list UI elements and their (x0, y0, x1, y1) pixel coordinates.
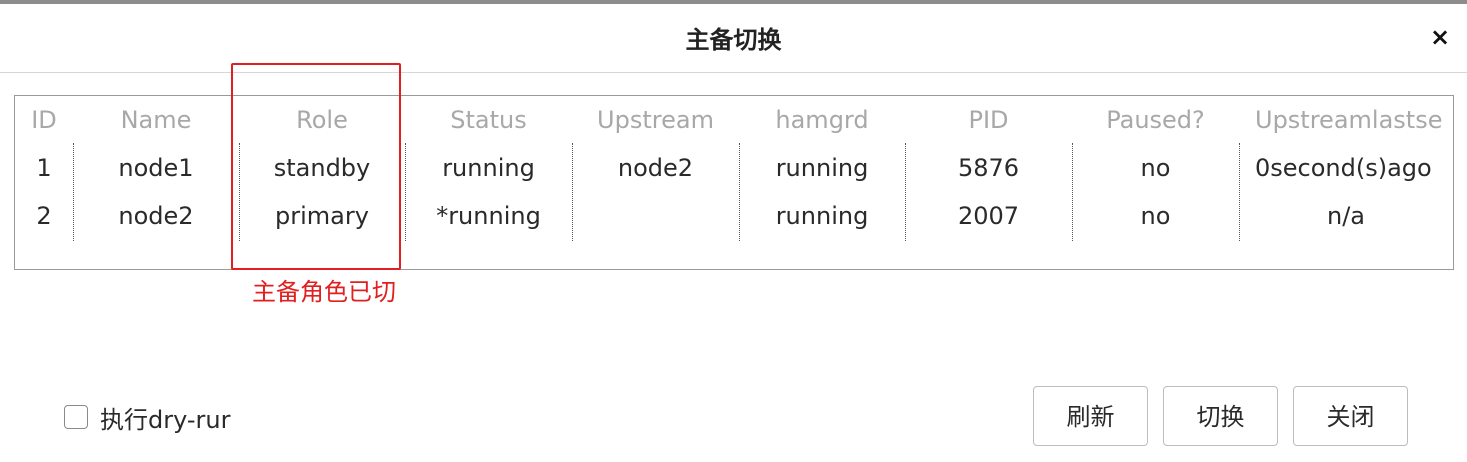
cell-role: standby (273, 154, 371, 182)
cell-name: node1 (118, 154, 194, 182)
window-top-edge (0, 0, 1467, 4)
cell-id: 1 (36, 154, 52, 182)
cell-paused: no (1140, 202, 1171, 230)
column-header-hamgrd: hamgrd (775, 106, 869, 134)
dialog-titlebar: 主备切换 × (0, 4, 1467, 73)
column-divider (1072, 143, 1073, 241)
cell-pid: 2007 (957, 202, 1020, 230)
cell-upstream-last-seen: 0second(s)ago (1255, 154, 1432, 182)
role-switched-annotation: 主备角色已切 (252, 278, 396, 306)
column-header-upstream-last-seen: Upstreamlastse (1255, 106, 1443, 134)
dialog-title: 主备切换 (685, 26, 782, 54)
cell-role: primary (275, 202, 369, 230)
column-header-name: Name (120, 106, 192, 134)
role-column-highlight (231, 63, 401, 270)
column-header-upstream: Upstream (597, 106, 714, 134)
dry-run-checkbox[interactable] (64, 405, 88, 429)
cell-hamgrd: running (775, 154, 869, 182)
cell-hamgrd: running (775, 202, 869, 230)
column-header-pid: PID (968, 106, 1009, 134)
table-row[interactable]: 1 node1 standby running node2 running 58… (15, 148, 1453, 188)
cell-pid: 5876 (957, 154, 1020, 182)
column-divider (73, 143, 74, 241)
table-row[interactable]: 2 node2 primary *running running 2007 no… (15, 196, 1453, 236)
column-header-status: Status (450, 106, 527, 134)
cell-upstream (572, 196, 739, 236)
cell-status: *running (436, 202, 541, 230)
column-divider (1239, 143, 1240, 241)
close-button[interactable]: 关闭 (1293, 386, 1408, 446)
column-divider (905, 143, 906, 241)
cell-status: running (442, 154, 535, 182)
refresh-button[interactable]: 刷新 (1033, 386, 1148, 446)
dry-run-option[interactable]: 执行dry-rur (64, 400, 231, 434)
cell-id: 2 (36, 202, 52, 230)
dry-run-label: 执行dry-rur (100, 405, 231, 434)
replication-status-table: ID Name Role Status Upstream hamgrd PID … (14, 95, 1454, 270)
cell-name: node2 (118, 202, 194, 230)
column-header-role: Role (296, 106, 348, 134)
cell-upstream-last-seen: n/a (1326, 202, 1365, 230)
column-divider (739, 143, 740, 241)
cell-upstream: node2 (617, 154, 694, 182)
cell-paused: no (1140, 154, 1171, 182)
close-icon[interactable]: × (1429, 23, 1451, 51)
column-divider (239, 143, 240, 241)
column-header-id: ID (31, 106, 57, 134)
table-header-row: ID Name Role Status Upstream hamgrd PID … (15, 100, 1453, 140)
column-divider (405, 143, 406, 241)
switch-button[interactable]: 切换 (1163, 386, 1278, 446)
column-header-paused: Paused? (1106, 106, 1205, 134)
column-divider (572, 143, 573, 241)
